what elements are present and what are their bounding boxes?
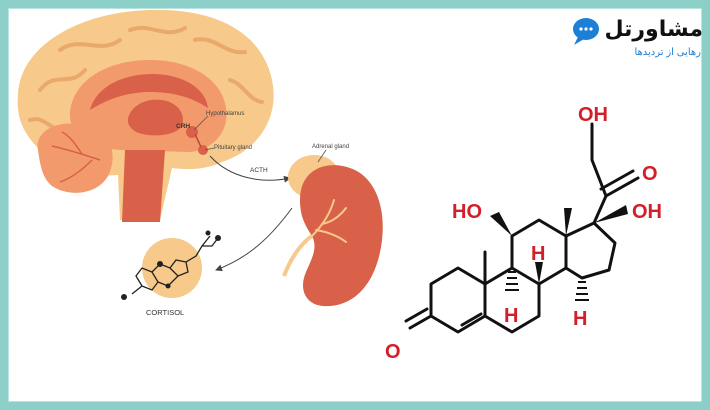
brain-folds bbox=[28, 25, 264, 133]
logo-tagline: رهایی از تردیدها bbox=[634, 47, 701, 58]
cortisol-arrow bbox=[215, 207, 293, 272]
bond-ring-c bbox=[510, 218, 568, 286]
brain-illustration bbox=[17, 9, 274, 222]
cerebellum bbox=[37, 123, 113, 193]
cortisol-small-molecule bbox=[121, 230, 221, 300]
logo[interactable]: مشاورتل رهایی از تردیدها bbox=[573, 17, 703, 58]
wedge-c8-h bbox=[535, 262, 543, 284]
atom-o-ketone: O bbox=[642, 163, 658, 185]
wedge-c17-oh bbox=[594, 205, 628, 223]
atom-ho-c11: HO bbox=[452, 201, 482, 223]
chat-bubble-icon bbox=[573, 18, 599, 45]
bond-ring-d bbox=[564, 221, 617, 280]
logo-brand: مشاورتل bbox=[604, 17, 703, 42]
kidney bbox=[300, 165, 383, 307]
hypothalamus-label: Hypothalamus bbox=[206, 111, 244, 117]
pituitary-dot bbox=[198, 145, 208, 155]
corpus-callosum bbox=[90, 74, 208, 110]
atom-h-c8: H bbox=[531, 243, 545, 265]
cerebellum-branches bbox=[51, 131, 101, 183]
wedge-c11-oh bbox=[490, 212, 512, 236]
atom-oh-top: OH bbox=[578, 104, 608, 126]
acth-label: ACTH bbox=[250, 167, 268, 174]
atom-h-c9: H bbox=[504, 305, 518, 327]
crh-label: CRH bbox=[176, 123, 190, 130]
atom-h-c14: H bbox=[573, 308, 587, 330]
thalamus bbox=[127, 99, 183, 136]
brainstem bbox=[122, 150, 165, 222]
acth-arrow bbox=[209, 155, 291, 183]
pituitary-label: Pituitary gland bbox=[214, 145, 252, 151]
cortisol-structure bbox=[404, 122, 640, 334]
renal-vessels bbox=[311, 199, 347, 243]
ureter bbox=[282, 234, 314, 277]
cortisol-label: CORTISOL bbox=[146, 308, 184, 317]
atom-oh-c17: OH bbox=[632, 201, 662, 223]
wedge-c18 bbox=[564, 208, 572, 236]
kidney-illustration bbox=[282, 155, 383, 307]
bond-ring-a bbox=[429, 266, 487, 334]
bond-ring-b bbox=[483, 266, 541, 334]
atom-o-c3: O bbox=[385, 341, 401, 363]
hashed-bonds bbox=[505, 271, 589, 301]
adrenal-label: Adrenal gland bbox=[312, 144, 349, 150]
side-chain bbox=[590, 122, 608, 225]
